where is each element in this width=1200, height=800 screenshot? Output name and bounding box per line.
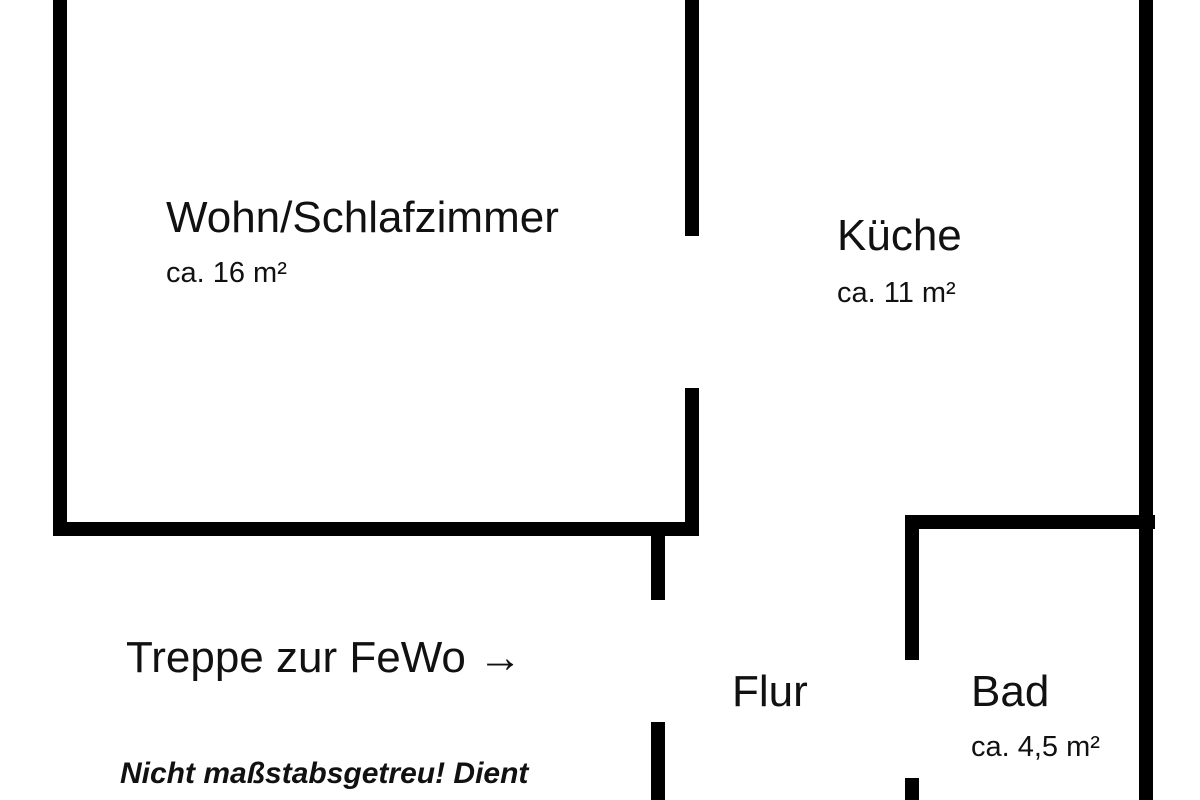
- room-area-bad: ca. 4,5 m²: [971, 731, 1100, 763]
- room-name-wohn-schlafzimmer: Wohn/Schlafzimmer: [166, 193, 559, 242]
- room-area-wohn-schlafzimmer: ca. 16 m²: [166, 257, 287, 289]
- arrow-right-icon: →: [478, 633, 523, 682]
- stairs-label-group: Treppe zur FeWo →: [126, 636, 522, 680]
- scale-disclaimer-note: Nicht maßstabsgetreu! Dient: [120, 757, 529, 790]
- room-name-bad: Bad: [971, 667, 1050, 716]
- room-area-kueche: ca. 11 m²: [837, 277, 956, 309]
- room-name-flur: Flur: [732, 667, 808, 716]
- stairs-label: Treppe zur FeWo: [126, 633, 466, 682]
- room-name-kueche: Küche: [837, 211, 962, 260]
